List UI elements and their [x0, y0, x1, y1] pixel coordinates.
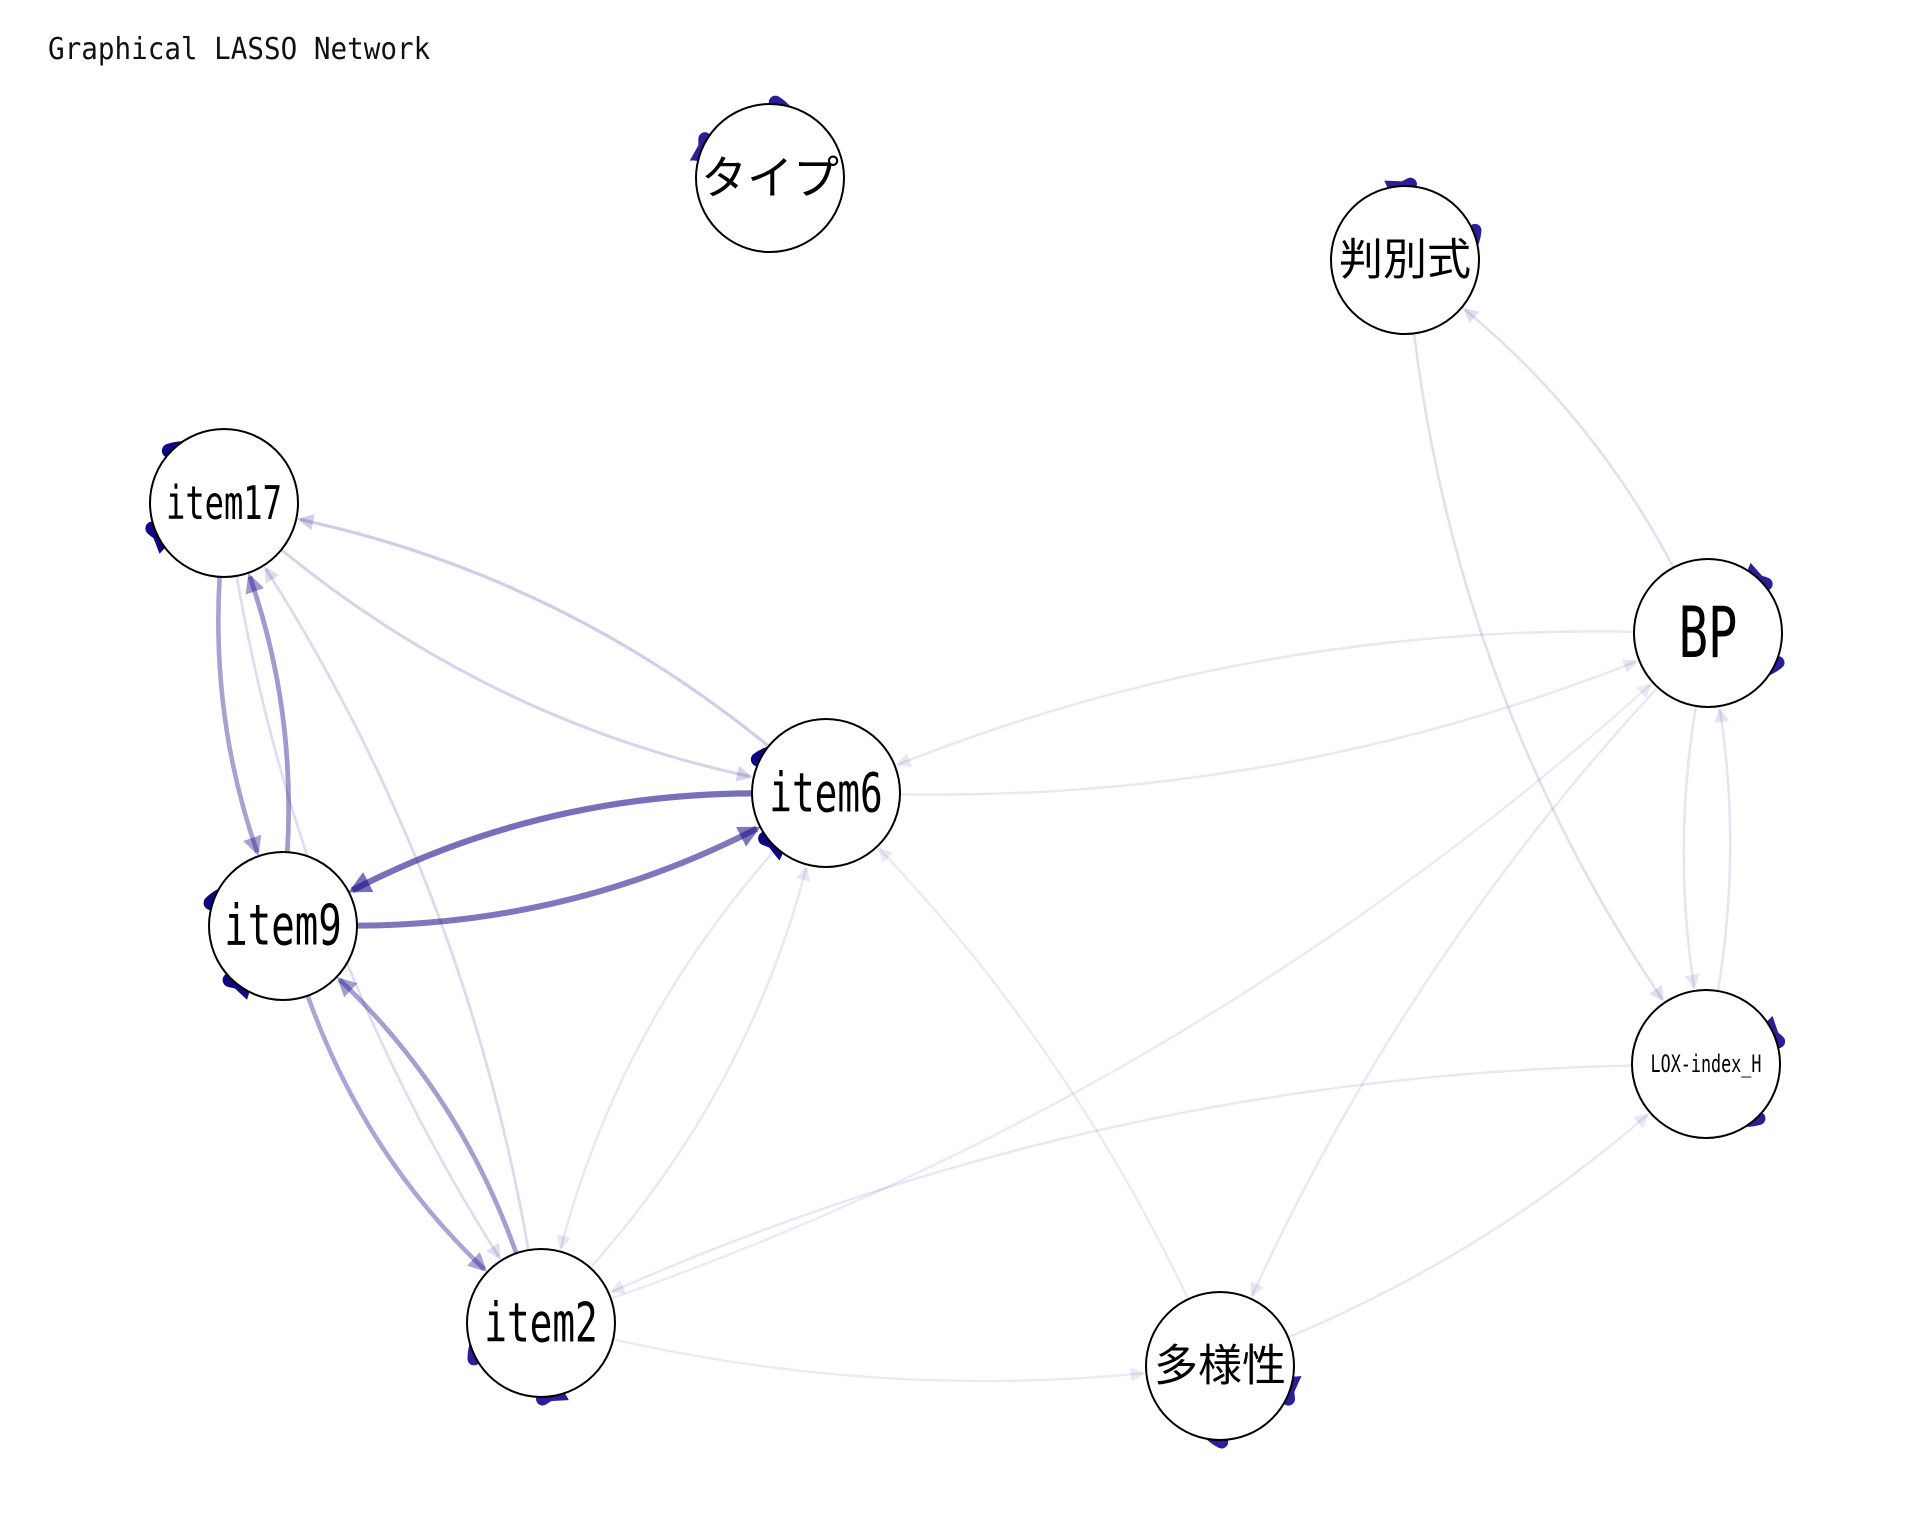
edge-item17-to-item6	[280, 548, 753, 782]
edge-item2-to-item9	[336, 977, 519, 1255]
node-circle-item6	[751, 718, 901, 868]
node-tayousei[interactable]: 多様性	[1145, 1291, 1295, 1441]
edge-item17-to-item9	[216, 576, 262, 856]
node-circle-hanbetsu	[1330, 185, 1480, 335]
edge-item9-to-item6	[356, 826, 761, 929]
edge-lox-to-item2	[609, 1064, 1633, 1294]
edge-hanbetsu-to-lox	[1412, 333, 1665, 1002]
node-circle-taipu	[695, 103, 845, 253]
edge-item2-to-bp	[610, 683, 1653, 1300]
edge-bp-to-tayousei	[1250, 686, 1659, 1298]
node-item6[interactable]: item6	[751, 718, 901, 868]
edge-bp-to-item6	[895, 630, 1635, 767]
edge-item9-to-item2	[305, 994, 488, 1272]
edge-bp-to-hanbetsu	[1462, 307, 1675, 569]
node-label-bp: BP	[1679, 592, 1738, 674]
edge-item6-to-item17	[297, 514, 770, 748]
node-lox[interactable]: LOX-index_H	[1631, 989, 1781, 1139]
edge-item6-to-item9	[348, 790, 753, 894]
edge-item6-to-bp	[899, 659, 1639, 796]
node-item17[interactable]: item17	[149, 428, 299, 578]
node-taipu[interactable]: タイプ	[695, 103, 845, 253]
node-label-item17: item17	[166, 476, 282, 530]
edge-tayousei-to-lox	[1287, 1113, 1650, 1339]
edges-layer	[216, 307, 1732, 1383]
edge-item2-to-tayousei	[612, 1338, 1146, 1383]
edge-item2-to-item17	[264, 566, 530, 1251]
node-label-item6: item6	[769, 762, 882, 825]
node-label-item2: item2	[484, 1292, 597, 1355]
node-label-taipu: タイプ	[701, 151, 839, 205]
node-label-lox: LOX-index_H	[1651, 1050, 1762, 1078]
edge-tayousei-to-item6	[877, 847, 1190, 1300]
node-item9[interactable]: item9	[208, 851, 358, 1001]
diagram-title: Graphical LASSO Network	[48, 32, 431, 67]
node-hanbetsu[interactable]: 判別式	[1330, 185, 1480, 335]
node-label-tayousei: 多様性	[1154, 1341, 1286, 1392]
edge-item6-to-item2	[556, 847, 778, 1251]
node-bp[interactable]: BP	[1633, 558, 1783, 708]
node-label-hanbetsu: 判別式	[1339, 235, 1471, 286]
edge-lox-to-bp	[1714, 707, 1732, 992]
node-circle-item17	[149, 428, 299, 578]
node-circle-item9	[208, 851, 358, 1001]
node-item2[interactable]: item2	[466, 1248, 616, 1398]
node-circle-item2	[466, 1248, 616, 1398]
edge-item9-to-item17	[245, 572, 292, 853]
edge-bp-to-lox	[1682, 705, 1700, 990]
edge-item2-to-item6	[589, 865, 811, 1269]
node-label-item9: item9	[224, 894, 342, 959]
node-circle-lox	[1631, 989, 1781, 1139]
node-circle-tayousei	[1145, 1291, 1295, 1441]
node-circle-bp	[1633, 558, 1783, 708]
